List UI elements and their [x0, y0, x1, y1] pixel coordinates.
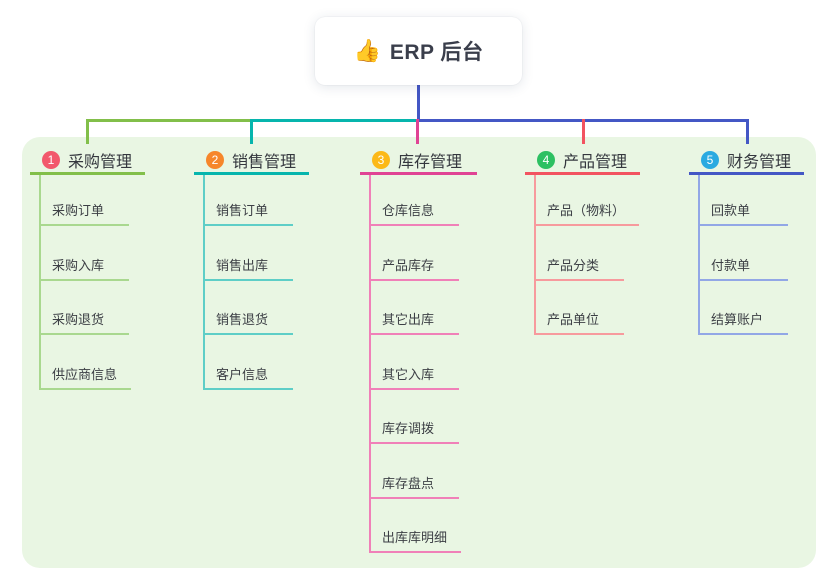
- branch-header-inventory[interactable]: 3 库存管理: [360, 147, 477, 175]
- child-node[interactable]: 采购退货: [41, 281, 129, 335]
- child-node[interactable]: 销售退货: [205, 281, 293, 335]
- child-node[interactable]: 销售出库: [205, 226, 293, 281]
- root-node[interactable]: 👍 ERP 后台: [315, 17, 522, 85]
- drop-line-finance: [746, 119, 749, 144]
- drop-line-product: [582, 119, 585, 144]
- branch-header-product[interactable]: 4 产品管理: [525, 147, 640, 175]
- child-node[interactable]: 库存盘点: [371, 444, 459, 499]
- branch-number-badge: 4: [537, 150, 555, 169]
- branch-sales: 2 销售管理 销售订单 销售出库 销售退货 客户信息: [194, 147, 309, 390]
- branches-panel: [22, 137, 816, 568]
- branch-product: 4 产品管理 产品（物料） 产品分类 产品单位: [525, 147, 640, 335]
- child-node[interactable]: 销售订单: [205, 175, 293, 226]
- child-node[interactable]: 产品（物料）: [536, 175, 640, 226]
- branch-finance: 5 财务管理 回款单 付款单 结算账户: [689, 147, 804, 335]
- drop-line-sales: [250, 119, 253, 144]
- bus-segment-sales: [252, 119, 417, 122]
- branch-label: 销售管理: [232, 153, 297, 171]
- branch-number-badge: 3: [372, 150, 390, 169]
- branch-children: 仓库信息 产品库存 其它出库 其它入库 库存调拨 库存盘点 出库库明细: [369, 175, 477, 553]
- bus-segment-purchase: [86, 119, 252, 122]
- thumbs-up-icon: 👍: [353, 38, 381, 63]
- branch-purchase: 1 采购管理 采购订单 采购入库 采购退货 供应商信息: [30, 147, 145, 390]
- branch-inventory: 3 库存管理 仓库信息 产品库存 其它出库 其它入库 库存调拨 库存盘点 出库库…: [360, 147, 477, 553]
- child-node[interactable]: 采购订单: [41, 175, 129, 226]
- child-node[interactable]: 产品单位: [536, 281, 624, 335]
- child-node[interactable]: 供应商信息: [41, 335, 132, 390]
- branch-children: 回款单 付款单 结算账户: [698, 175, 804, 335]
- child-node[interactable]: 库存调拨: [371, 390, 459, 444]
- child-node[interactable]: 产品库存: [371, 226, 459, 281]
- branch-label: 财务管理: [727, 153, 792, 171]
- branch-label: 库存管理: [398, 153, 463, 171]
- child-node[interactable]: 产品分类: [536, 226, 624, 281]
- child-node[interactable]: 其它出库: [371, 281, 459, 335]
- drop-line-inventory: [416, 119, 419, 144]
- child-node[interactable]: 仓库信息: [371, 175, 459, 226]
- branch-number-badge: 1: [42, 150, 60, 169]
- branch-number-badge: 5: [701, 150, 719, 169]
- child-node[interactable]: 付款单: [700, 226, 788, 281]
- child-node[interactable]: 出库库明细: [371, 499, 462, 553]
- child-node[interactable]: 结算账户: [700, 281, 788, 335]
- branch-header-purchase[interactable]: 1 采购管理: [30, 147, 145, 175]
- child-node[interactable]: 客户信息: [205, 335, 293, 390]
- root-title: ERP 后台: [389, 41, 484, 64]
- branch-label: 产品管理: [563, 153, 628, 171]
- root-connector-trunk: [417, 85, 420, 121]
- child-node[interactable]: 其它入库: [371, 335, 459, 390]
- branch-children: 产品（物料） 产品分类 产品单位: [534, 175, 640, 335]
- drop-line-purchase: [86, 119, 89, 144]
- branch-children: 采购订单 采购入库 采购退货 供应商信息: [39, 175, 145, 390]
- branch-number-badge: 2: [206, 150, 224, 169]
- branch-header-finance[interactable]: 5 财务管理: [689, 147, 804, 175]
- branch-label: 采购管理: [68, 153, 133, 171]
- branch-children: 销售订单 销售出库 销售退货 客户信息: [203, 175, 309, 390]
- child-node[interactable]: 回款单: [700, 175, 788, 226]
- child-node[interactable]: 采购入库: [41, 226, 129, 281]
- branch-header-sales[interactable]: 2 销售管理: [194, 147, 309, 175]
